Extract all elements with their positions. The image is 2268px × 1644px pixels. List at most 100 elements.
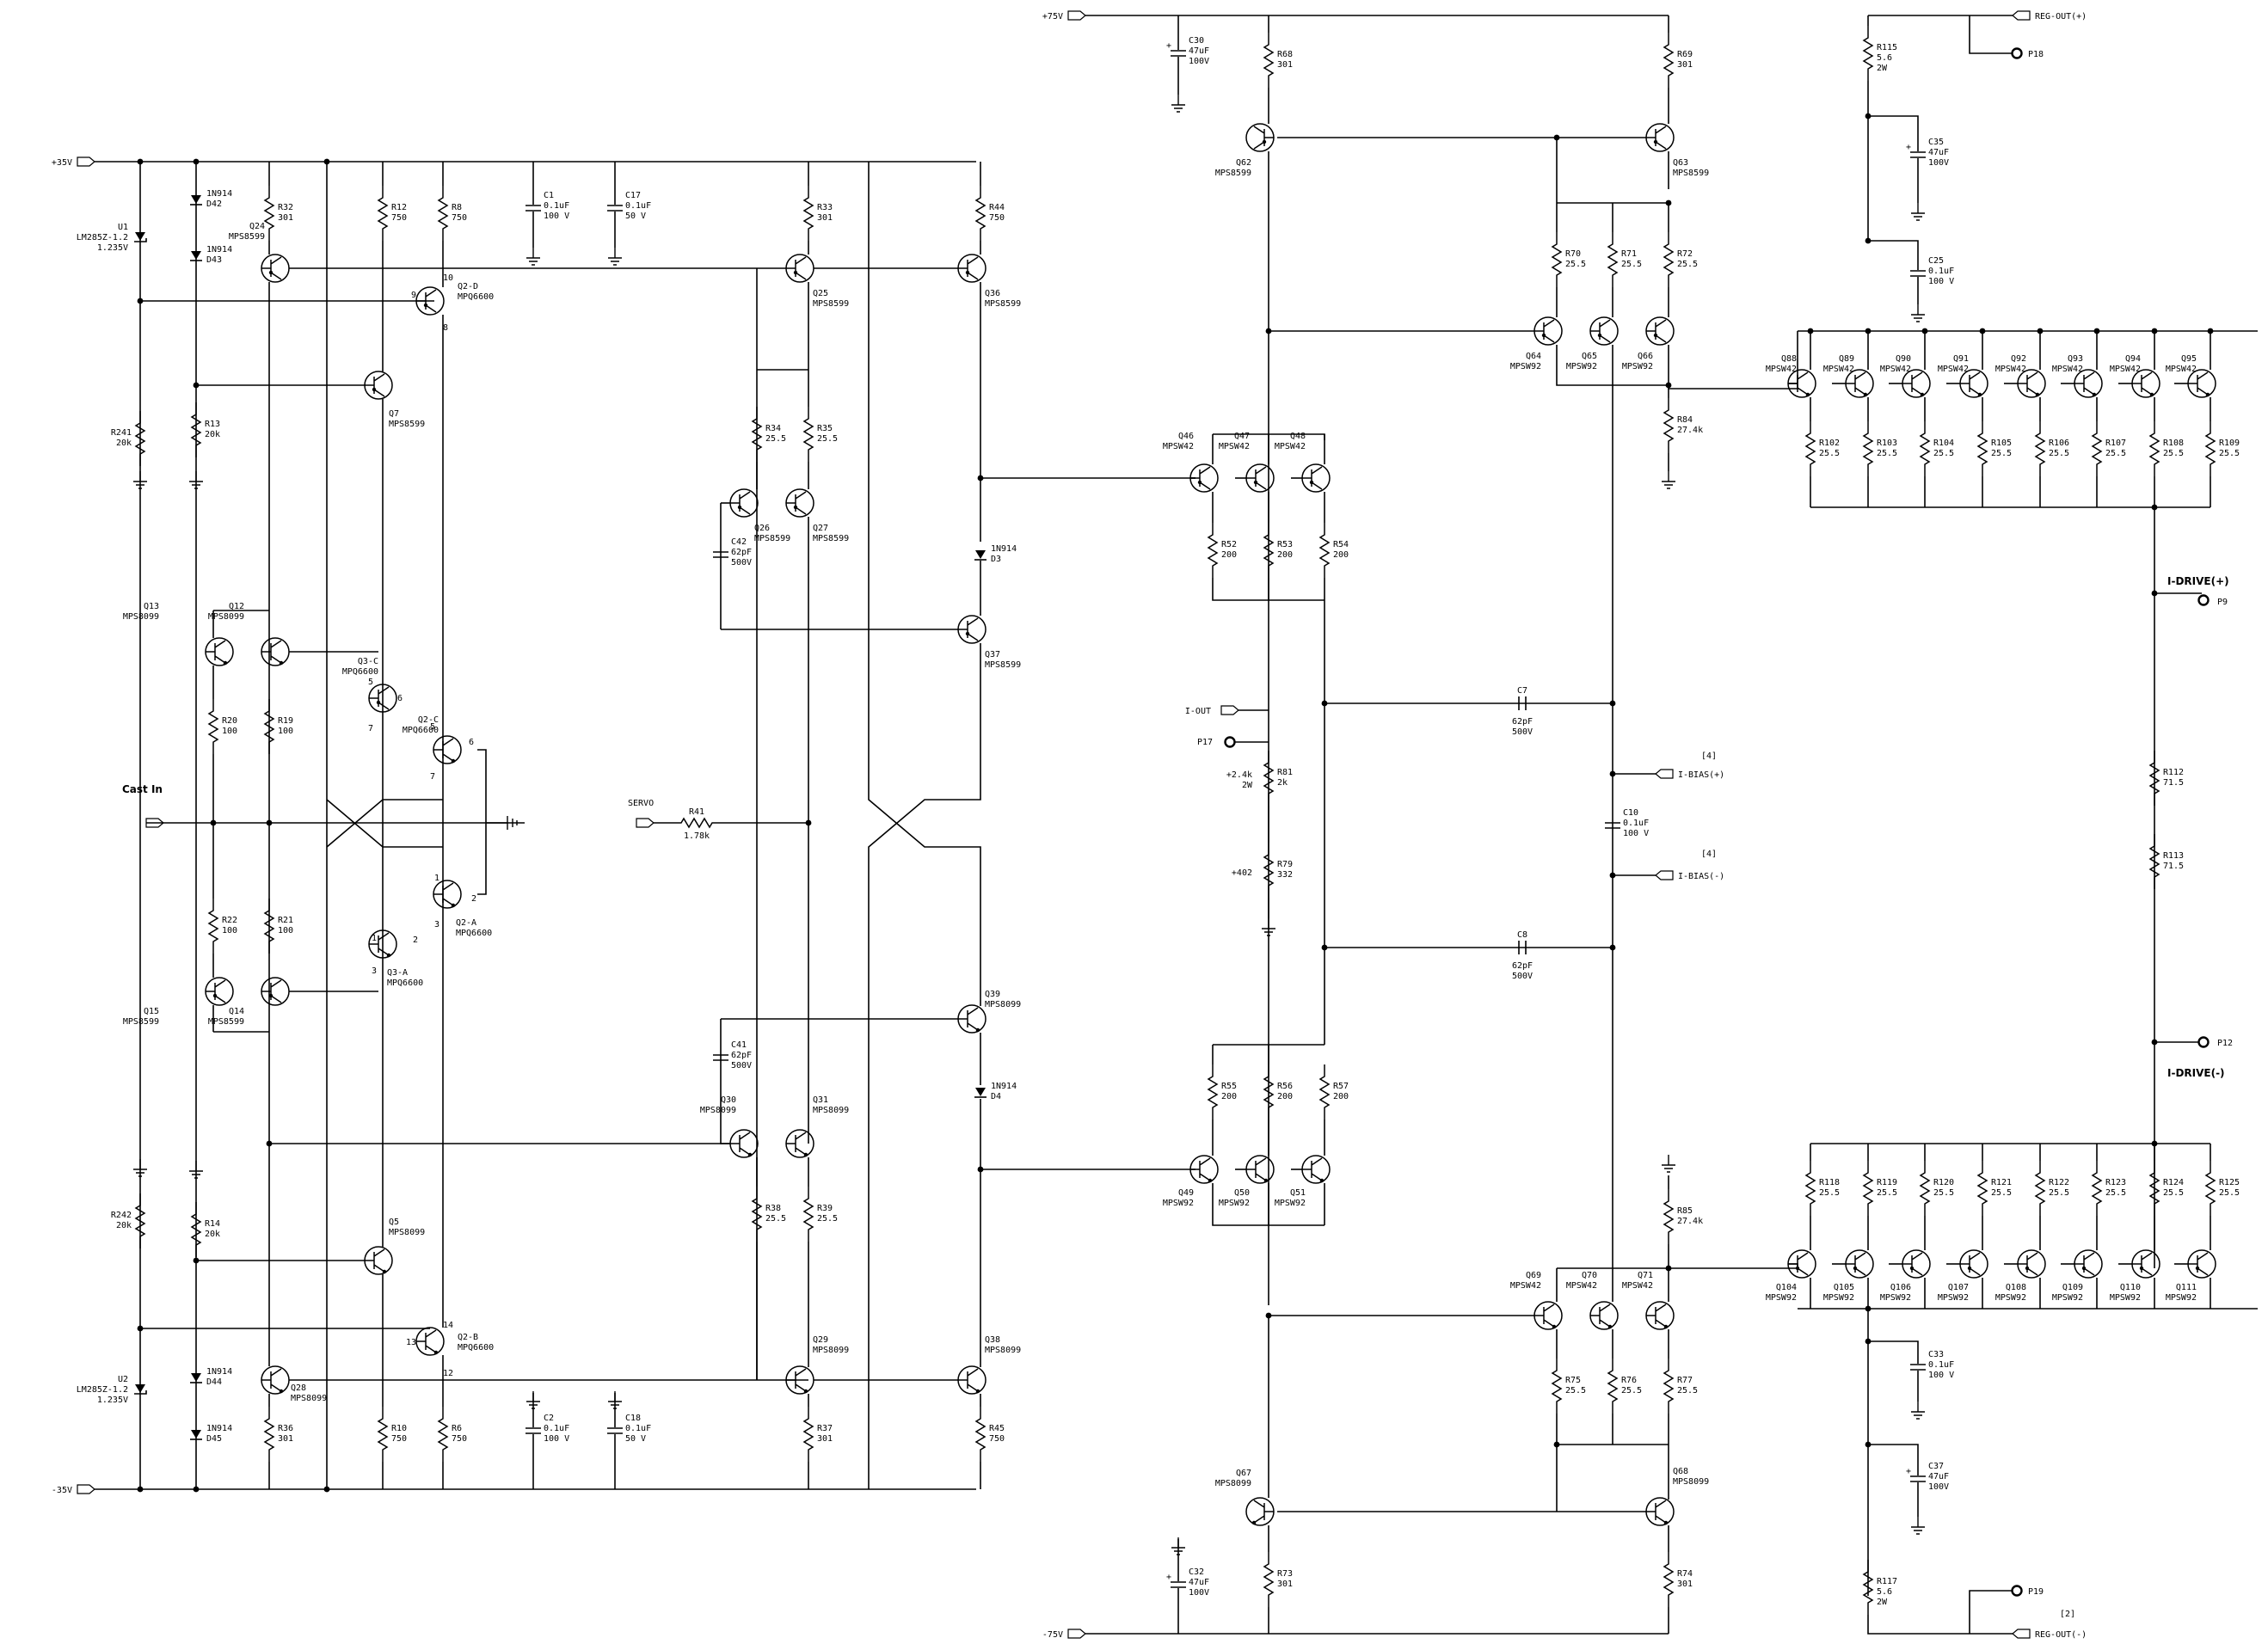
transistor-part: MPSW42	[1766, 365, 1797, 374]
transistor-part: MPSW42	[1510, 1281, 1541, 1291]
resistor-value: 301	[1677, 1580, 1693, 1589]
capacitor-voltage: 100V	[1928, 1482, 1949, 1492]
pin-number: 1	[434, 874, 439, 883]
resistor-body	[2091, 421, 2103, 476]
capacitor-value: 0.1uF	[625, 201, 651, 211]
transistor-ref: Q68	[1673, 1467, 1688, 1476]
transistor-leads	[786, 1368, 807, 1392]
resistor-value: 20k	[116, 1221, 132, 1230]
transistor-ref: Q31	[813, 1095, 828, 1105]
transistor-ref: Q67	[1236, 1469, 1251, 1478]
emitter-arrow	[2149, 392, 2154, 397]
resistor-ref: R56	[1277, 1082, 1293, 1091]
emitter-arrow	[386, 953, 391, 958]
port-label: P12	[2217, 1039, 2233, 1048]
resistor-ref: R53	[1277, 540, 1293, 549]
pin-number: 10	[443, 273, 453, 283]
transistor-ref: Q94	[2125, 354, 2141, 364]
wire	[868, 162, 981, 1006]
junction-dot	[137, 1486, 144, 1493]
resistor-body	[2148, 421, 2160, 476]
resistor-value: 25.5	[1621, 260, 1642, 269]
transistor-ref: Q2-A	[456, 918, 476, 928]
wire	[1868, 1444, 1919, 1475]
resistor-value: 25.5	[2105, 1188, 2126, 1198]
diode-ref: D42	[206, 199, 222, 209]
emitter-arrow	[2081, 1266, 2087, 1271]
transistor-part: MPSW42	[1622, 1281, 1653, 1291]
pin-number: 3	[372, 966, 377, 976]
transistor-part: MPS8599	[813, 299, 849, 309]
flag-shape	[77, 156, 95, 167]
transistor-part: MPS8099	[985, 1000, 1021, 1009]
capacitor-plates	[1171, 50, 1186, 57]
transistor-part: MPSW92	[1219, 1199, 1250, 1208]
transistor-part: MPSW92	[1938, 1293, 1969, 1303]
capacitor-plates	[526, 205, 541, 212]
diode-ref: D45	[206, 1434, 222, 1444]
capacitor-voltage: 500V	[731, 1061, 752, 1070]
transistor-part: MPS8599	[229, 232, 265, 242]
transistor-leads	[365, 1248, 385, 1273]
wire	[1969, 15, 2013, 54]
emitter-arrow	[793, 505, 798, 510]
emitter-arrow	[803, 1389, 808, 1394]
r81-note: +2.4k	[1226, 770, 1252, 780]
transistor-ref: Q25	[813, 289, 828, 298]
resistor-ref: R125	[2219, 1178, 2240, 1187]
transistor-part: MPS8599	[208, 1017, 244, 1027]
resistor-ref: R74	[1677, 1569, 1693, 1579]
resistor-body	[1263, 1064, 1275, 1120]
transistor-part: MPSW92	[1275, 1199, 1306, 1208]
junction-dot	[193, 1486, 200, 1493]
capacitor-value: 47uF	[1189, 1578, 1209, 1587]
emitter-arrow	[268, 993, 274, 998]
capacitor-value: 62pF	[731, 548, 752, 557]
capacitor-voltage: 100V	[1189, 57, 1209, 66]
emitter-arrow	[1920, 392, 1925, 397]
transistor-ref: Q3-C	[358, 657, 378, 666]
diode-part: 1N914	[206, 245, 232, 255]
transistor-ref: Q108	[2006, 1283, 2026, 1292]
capacitor-value: 0.1uF	[1928, 267, 1954, 276]
resistor-ref: R69	[1677, 50, 1693, 59]
pin-number: 8	[443, 323, 448, 333]
diode-part: 1N914	[206, 189, 232, 199]
resistor-value: 27.4k	[1677, 426, 1703, 435]
resistor-ref: R108	[2163, 439, 2184, 448]
flag-label: REG-OUT(+)	[2035, 12, 2087, 21]
emitter-arrow	[1253, 480, 1258, 485]
emitter-arrow	[2205, 392, 2210, 397]
junction-dot	[210, 819, 217, 826]
resistor-ref: R52	[1221, 540, 1237, 549]
resistor-power: 2W	[1877, 64, 1888, 73]
resistor-value: 20k	[205, 1230, 220, 1239]
emitter-arrow	[1653, 333, 1658, 338]
pin-number: 9	[411, 291, 416, 300]
resistor-body	[1551, 232, 1563, 287]
resistor-body	[1976, 1161, 1988, 1216]
emitter-arrow	[376, 700, 381, 705]
resistor-ref: R37	[817, 1424, 833, 1433]
transistor-part: MPQ6600	[403, 726, 439, 735]
resistor-value: 750	[989, 1434, 1005, 1444]
capacitor-voltage: 100V	[1189, 1588, 1209, 1598]
resistor-value: 25.5	[817, 434, 838, 444]
transistor-leads	[2132, 371, 2153, 396]
junction-dot	[1865, 1338, 1872, 1345]
resistor-body	[2204, 421, 2216, 476]
capacitor-voltage: 50 V	[625, 212, 646, 221]
resistor-ref: R84	[1677, 415, 1693, 425]
